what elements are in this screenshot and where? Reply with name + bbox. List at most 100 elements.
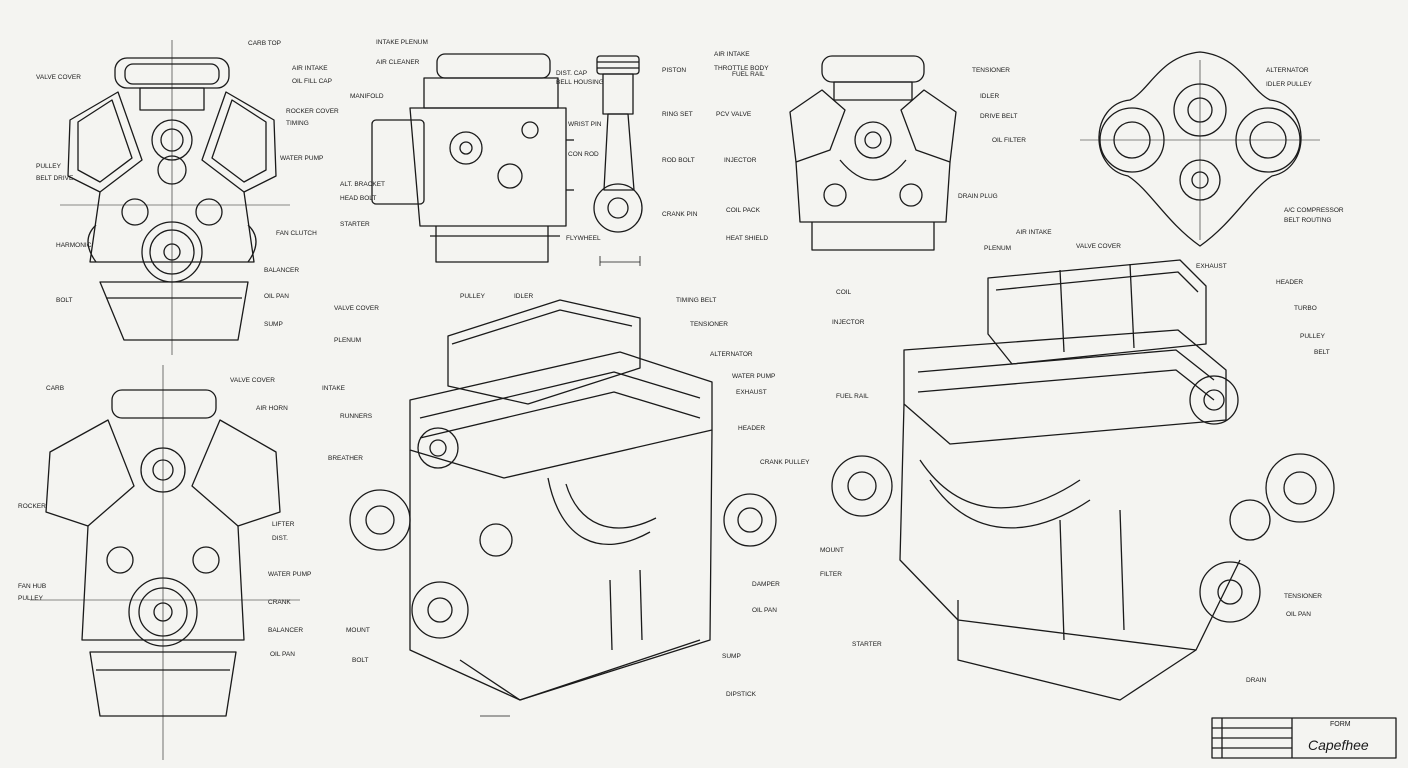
- callout-label: HEAT SHIELD: [726, 235, 768, 242]
- belt-layout-view: [1080, 51, 1320, 247]
- callout-label: BREATHER: [328, 455, 363, 462]
- callout-label: PLENUM: [334, 337, 361, 344]
- callout-label: TURBO: [1294, 305, 1317, 312]
- callout-label: AIR CLEANER: [376, 59, 420, 66]
- callout-label: WATER PUMP: [280, 155, 323, 162]
- callout-label: THROTTLE BODY: [714, 65, 769, 72]
- callout-label: INTAKE: [322, 385, 346, 392]
- callout-label: DAMPER: [752, 581, 780, 588]
- callout-label: STARTER: [852, 641, 882, 648]
- callout-label: HARMONIC: [56, 242, 92, 249]
- callout-label: MOUNT: [820, 547, 844, 554]
- callout-label: FILTER: [820, 571, 842, 578]
- callout-label: IDLER PULLEY: [1266, 81, 1313, 88]
- callout-label: HEADER: [1276, 279, 1303, 286]
- callout-label: VALVE COVER: [230, 377, 275, 384]
- callout-label: WRIST PIN: [568, 121, 602, 128]
- callout-label: PCV VALVE: [716, 111, 752, 118]
- engine-front-view-right: [789, 55, 957, 251]
- callout-label: INJECTOR: [724, 157, 757, 164]
- callout-label: BELT ROUTING: [1284, 217, 1331, 224]
- callout-label: IDLER: [514, 293, 533, 300]
- callout-label: AIR INTAKE: [714, 51, 750, 58]
- callout-label: FLYWHEEL: [566, 235, 601, 242]
- callout-label: CARB TOP: [248, 40, 281, 47]
- callout-label: SUMP: [264, 321, 283, 328]
- callout-label: TENSIONER: [690, 321, 728, 328]
- callout-label: OIL FILTER: [992, 137, 1026, 144]
- callout-label: OIL PAN: [1286, 611, 1311, 618]
- callout-label: EXHAUST: [1196, 263, 1227, 270]
- callout-label: EXHAUST: [736, 389, 767, 396]
- callout-label: PULLEY: [1300, 333, 1326, 340]
- callout-label: FUEL RAIL: [732, 71, 765, 78]
- callout-label: DRIVE BELT: [980, 113, 1017, 120]
- callout-label: BOLT: [352, 657, 369, 664]
- title-block-label: FORM: [1330, 721, 1351, 728]
- callout-label: PULLEY: [18, 595, 44, 602]
- callout-label: ROCKER COVER: [286, 108, 339, 115]
- callout-label: PLENUM: [984, 245, 1011, 252]
- callout-label: TIMING BELT: [676, 297, 716, 304]
- callout-label: VALVE COVER: [334, 305, 379, 312]
- callout-label: AIR INTAKE: [1016, 229, 1052, 236]
- callout-label: DRAIN PLUG: [958, 193, 998, 200]
- callout-label: ROCKER: [18, 503, 46, 510]
- callout-label: MANIFOLD: [350, 93, 384, 100]
- callout-label: VALVE COVER: [36, 74, 81, 81]
- callout-labels: CARB TOP VALVE COVER AIR INTAKE OIL FILL CA…: [18, 39, 1344, 698]
- callout-label: BELT: [1314, 349, 1330, 356]
- callout-label: HEADER: [738, 425, 765, 432]
- callout-label: BALANCER: [268, 627, 303, 634]
- callout-label: A/C COMPRESSOR: [1284, 207, 1344, 214]
- callout-label: AIR HORN: [256, 405, 288, 412]
- callout-label: BELL HOUSING: [556, 79, 604, 86]
- callout-label: BOLT: [56, 297, 73, 304]
- callout-label: PULLEY: [36, 163, 62, 170]
- callout-label: TENSIONER: [1284, 593, 1322, 600]
- callout-label: CARB: [46, 385, 64, 392]
- callout-label: WATER PUMP: [732, 373, 775, 380]
- callout-label: SUMP: [722, 653, 741, 660]
- engine-isometric-right: [831, 259, 1335, 701]
- callout-label: COIL: [836, 289, 852, 296]
- callout-label: PULLEY: [460, 293, 486, 300]
- callout-label: BELT DRIVE: [36, 175, 74, 182]
- engine-front-view-lower: [30, 365, 300, 760]
- callout-label: TENSIONER: [972, 67, 1010, 74]
- callout-label: CRANK: [268, 599, 291, 606]
- callout-label: COIL PACK: [726, 207, 761, 214]
- callout-label: FUEL RAIL: [836, 393, 869, 400]
- callout-label: BALANCER: [264, 267, 299, 274]
- callout-label: ALTERNATOR: [1266, 67, 1309, 74]
- callout-label: IDLER: [980, 93, 999, 100]
- engine-front-view-top: [60, 40, 290, 355]
- callout-label: ROD BOLT: [662, 157, 695, 164]
- callout-label: OIL FILL CAP: [292, 78, 332, 85]
- callout-label: OIL PAN: [264, 293, 289, 300]
- callout-label: OIL PAN: [270, 651, 295, 658]
- engine-side-view: [371, 53, 574, 263]
- callout-label: DIST.: [272, 535, 288, 542]
- signature-mark: Capefhee: [1308, 737, 1369, 753]
- callout-label: ALT. BRACKET: [340, 181, 385, 188]
- callout-label: HEAD BOLT: [340, 195, 376, 202]
- callout-label: DIPSTICK: [726, 691, 757, 698]
- callout-label: FAN CLUTCH: [276, 230, 317, 237]
- callout-label: RUNNERS: [340, 413, 373, 420]
- callout-label: CRANK PULLEY: [760, 459, 810, 466]
- callout-label: AIR INTAKE: [292, 65, 328, 72]
- piston-detail-view: [593, 55, 643, 266]
- callout-label: CON ROD: [568, 151, 599, 158]
- callout-label: PISTON: [662, 67, 686, 74]
- engine-isometric-center: [349, 299, 777, 717]
- callout-label: RING SET: [662, 111, 693, 118]
- callout-label: OIL PAN: [752, 607, 777, 614]
- callout-label: LIFTER: [272, 521, 295, 528]
- callout-label: FAN HUB: [18, 583, 46, 590]
- callout-label: DIST. CAP: [556, 70, 587, 77]
- callout-label: CRANK PIN: [662, 211, 698, 218]
- callout-label: DRAIN: [1246, 677, 1267, 684]
- callout-label: MOUNT: [346, 627, 370, 634]
